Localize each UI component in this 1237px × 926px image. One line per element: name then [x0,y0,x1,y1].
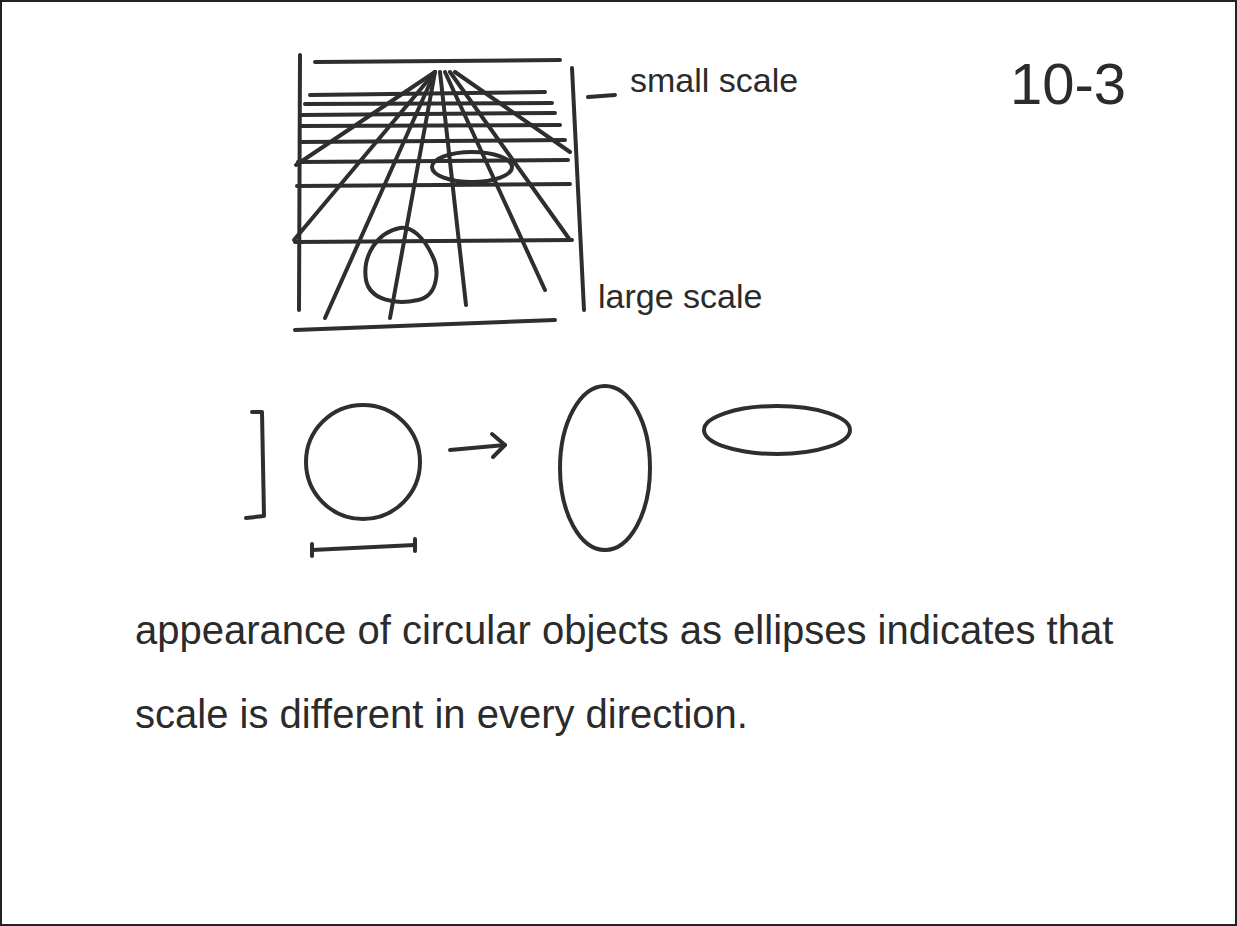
scale-note: large scale [598,278,762,315]
scale-note: small scale [630,62,798,99]
explanation-note: appearance of circular objects as ellips… [135,588,1205,756]
page-number: 10-3 [1010,52,1126,116]
